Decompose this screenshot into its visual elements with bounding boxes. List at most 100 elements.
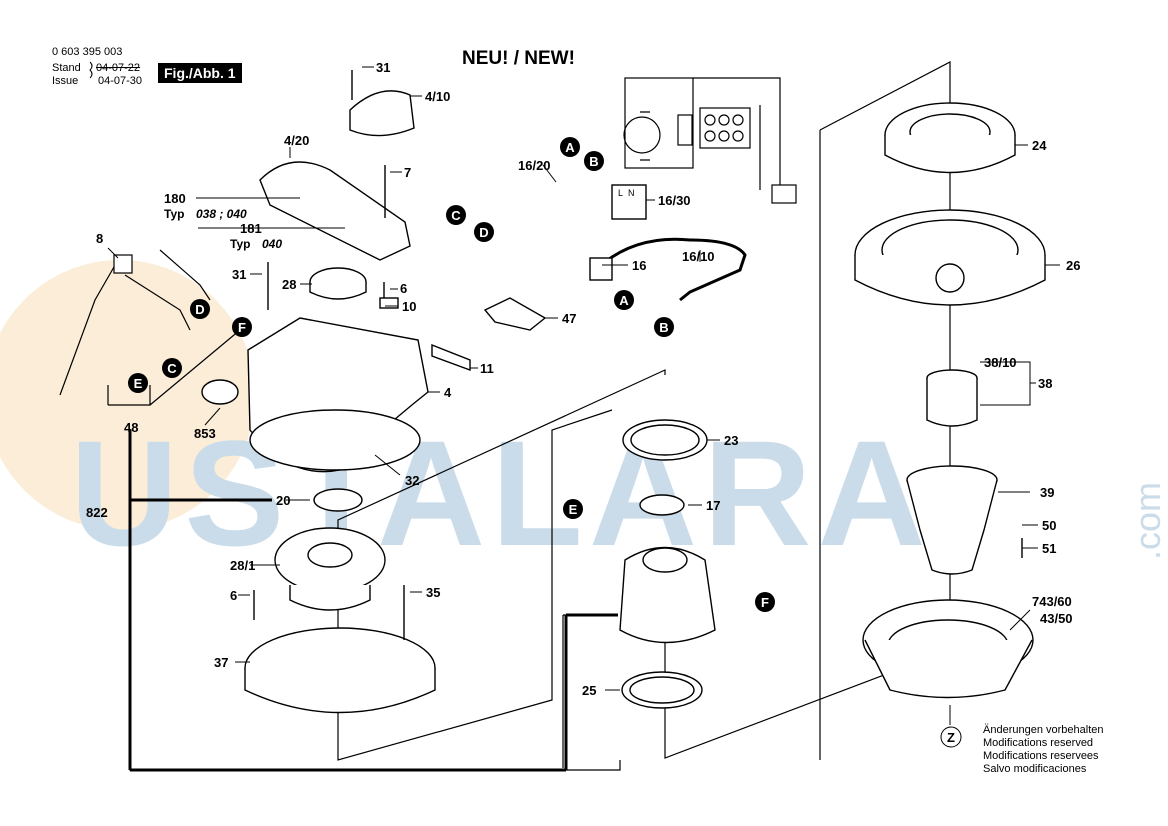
label-16: 16	[632, 258, 646, 273]
switch-16-30	[611, 184, 647, 220]
label-32: 32	[405, 473, 419, 488]
label-16-10: 16/10	[682, 249, 715, 264]
svg-text:A: A	[619, 293, 629, 308]
label-35: 35	[426, 585, 440, 600]
part-number: 0 603 395 003	[52, 46, 123, 58]
marker-a2: A	[614, 290, 634, 310]
marker-e1: E	[128, 373, 148, 393]
stand-value: 04-07-22	[96, 62, 141, 74]
marker-z: Z	[940, 726, 962, 748]
label-20: 20	[276, 493, 290, 508]
label-26: 26	[1066, 258, 1080, 273]
label-10: 10	[402, 299, 416, 314]
label-181: 181	[240, 221, 262, 236]
label-11: 11	[480, 361, 494, 376]
diagram-title: NEU! / NEW!	[462, 48, 575, 69]
svg-text:D: D	[479, 225, 488, 240]
marker-b2: B	[654, 317, 674, 337]
svg-text:E: E	[569, 502, 578, 517]
label-47: 47	[562, 311, 576, 326]
label-7: 7	[404, 165, 411, 180]
label-180: 180	[164, 191, 186, 206]
connection-markers: A B C D A B D F C E E F Z	[128, 137, 962, 748]
svg-text:Z: Z	[947, 730, 955, 745]
switch-l: L	[618, 188, 623, 198]
label-37: 37	[214, 655, 228, 670]
label-4-10: 4/10	[425, 89, 450, 104]
svg-text:B: B	[659, 320, 668, 335]
marker-d1: D	[474, 222, 494, 242]
marker-c2: C	[162, 358, 182, 378]
label-743-60: 743/60	[1032, 594, 1072, 609]
wire-bundle	[59, 249, 241, 406]
svg-text:E: E	[134, 376, 143, 391]
marker-b1: B	[584, 151, 604, 171]
part-4-10	[349, 90, 415, 137]
label-8: 8	[96, 231, 103, 246]
motor	[619, 546, 716, 644]
footer-notes: Änderungen vorbehalten Modifications res…	[983, 724, 1103, 776]
label-39: 39	[1040, 485, 1054, 500]
label-31b: 31	[232, 267, 246, 282]
label-31a: 31	[376, 60, 390, 75]
wiring-schematic	[623, 77, 797, 204]
part-20	[313, 488, 363, 512]
label-24: 24	[1032, 138, 1047, 153]
marker-e2: E	[563, 499, 583, 519]
label-38-10: 38/10	[984, 355, 1017, 370]
part-11	[431, 343, 471, 372]
svg-text:F: F	[761, 595, 769, 610]
label-4: 4	[444, 385, 452, 400]
label-28-1: 28/1	[230, 558, 255, 573]
part-4-20	[259, 161, 411, 261]
part-17	[639, 494, 685, 516]
svg-text:B: B	[589, 154, 598, 169]
svg-text:F: F	[238, 320, 246, 335]
power-cable	[604, 237, 747, 302]
label-typ2-val: 040	[262, 237, 282, 251]
watermark: USTALARA .com	[0, 260, 1168, 577]
label-4-20: 4/20	[284, 133, 309, 148]
marker-d2: D	[190, 299, 210, 319]
marker-a1: A	[560, 137, 580, 157]
footer-line-2: Modifications reserved	[983, 737, 1094, 749]
label-48: 48	[124, 420, 138, 435]
label-38: 38	[1038, 376, 1052, 391]
marker-f1: F	[232, 317, 252, 337]
label-51: 51	[1042, 541, 1056, 556]
svg-text:A: A	[565, 140, 575, 155]
plug-16	[589, 257, 613, 281]
marker-f2: F	[755, 592, 775, 612]
thick-bracket	[128, 430, 618, 772]
marker-c1: C	[446, 205, 466, 225]
label-23: 23	[724, 433, 738, 448]
label-typ1-val: 038 ; 040	[196, 207, 247, 221]
label-28: 28	[282, 277, 296, 292]
parts	[201, 70, 1046, 714]
label-17: 17	[706, 498, 720, 513]
footer-line-4: Salvo modificaciones	[983, 763, 1087, 775]
issue-label: Issue	[52, 75, 79, 87]
svg-text:C: C	[451, 208, 461, 223]
watermark-text: USTALARA	[70, 409, 932, 577]
svg-text:C: C	[167, 361, 177, 376]
label-25: 25	[582, 683, 596, 698]
svg-text:D: D	[195, 302, 204, 317]
label-typ2: Typ	[230, 237, 250, 251]
label-853: 853	[194, 426, 216, 441]
leader-lines	[107, 66, 1060, 725]
part-10	[379, 297, 399, 309]
label-typ1: Typ	[164, 207, 184, 221]
label-50: 50	[1042, 518, 1056, 533]
footer-line-1: Änderungen vorbehalten	[983, 724, 1104, 736]
label-822: 822	[86, 505, 108, 520]
footer-line-3: Modifications reservees	[983, 750, 1099, 762]
part-labels: 31 4/10 4/20 7 180 Typ 038 ; 040 181 Typ…	[86, 60, 1080, 698]
part-38	[926, 378, 978, 427]
label-16-20: 16/20	[518, 158, 551, 173]
label-43-50: 43/50	[1040, 611, 1073, 626]
part-853	[201, 379, 239, 405]
switch-n: N	[628, 188, 635, 198]
issue-value: 04-07-30	[98, 75, 143, 87]
label-6b: 6	[230, 588, 237, 603]
